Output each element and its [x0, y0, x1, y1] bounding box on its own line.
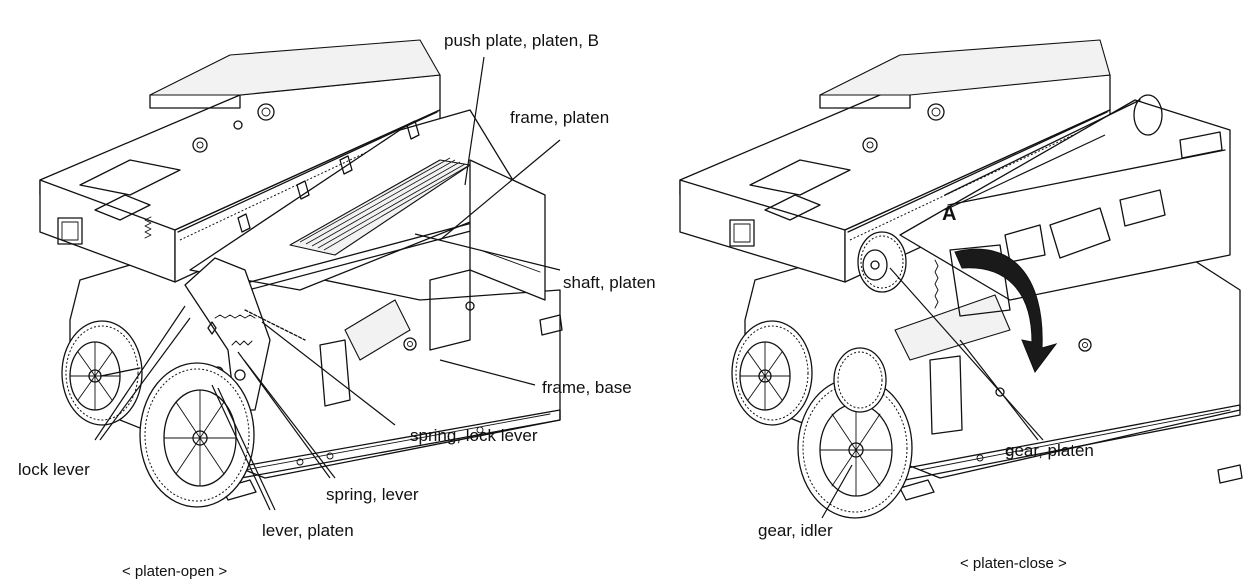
label-frame-platen: frame, platen [510, 108, 609, 127]
platen-close-illustration [679, 39, 1243, 519]
platen-hatching [299, 157, 469, 251]
label-gear-platen: gear, platen [1005, 441, 1094, 460]
platen-open-illustration [39, 39, 563, 508]
label-frame-base: frame, base [542, 378, 632, 397]
platen-close-leaders [821, 134, 1106, 519]
platen-close-view: A gear, platen gear, idler < platen-clos… [679, 39, 1243, 572]
platen-open-leaders [94, 56, 561, 511]
label-lever-platen: lever, platen [262, 521, 354, 540]
label-spring-lever: spring, lever [326, 485, 419, 504]
platen-open-view: push plate, platen, B frame, platen shaf… [18, 31, 656, 580]
gear-rear-right [731, 320, 813, 426]
label-shaft-platen: shaft, platen [563, 273, 656, 292]
caption-platen-close: < platen-close > [960, 555, 1067, 572]
gear-rear-left [61, 320, 143, 426]
rotation-arrow [954, 248, 1058, 374]
label-push-plate-platen-b: push plate, platen, B [444, 31, 599, 50]
label-gear-idler: gear, idler [758, 521, 833, 540]
gear-platen [857, 231, 907, 293]
label-spring-lock-lever: spring, lock lever [410, 426, 538, 445]
gear-idler-left [139, 362, 255, 508]
callout-a: A [942, 203, 956, 225]
caption-platen-open: < platen-open > [122, 563, 227, 580]
label-lock-lever: lock lever [18, 460, 90, 479]
